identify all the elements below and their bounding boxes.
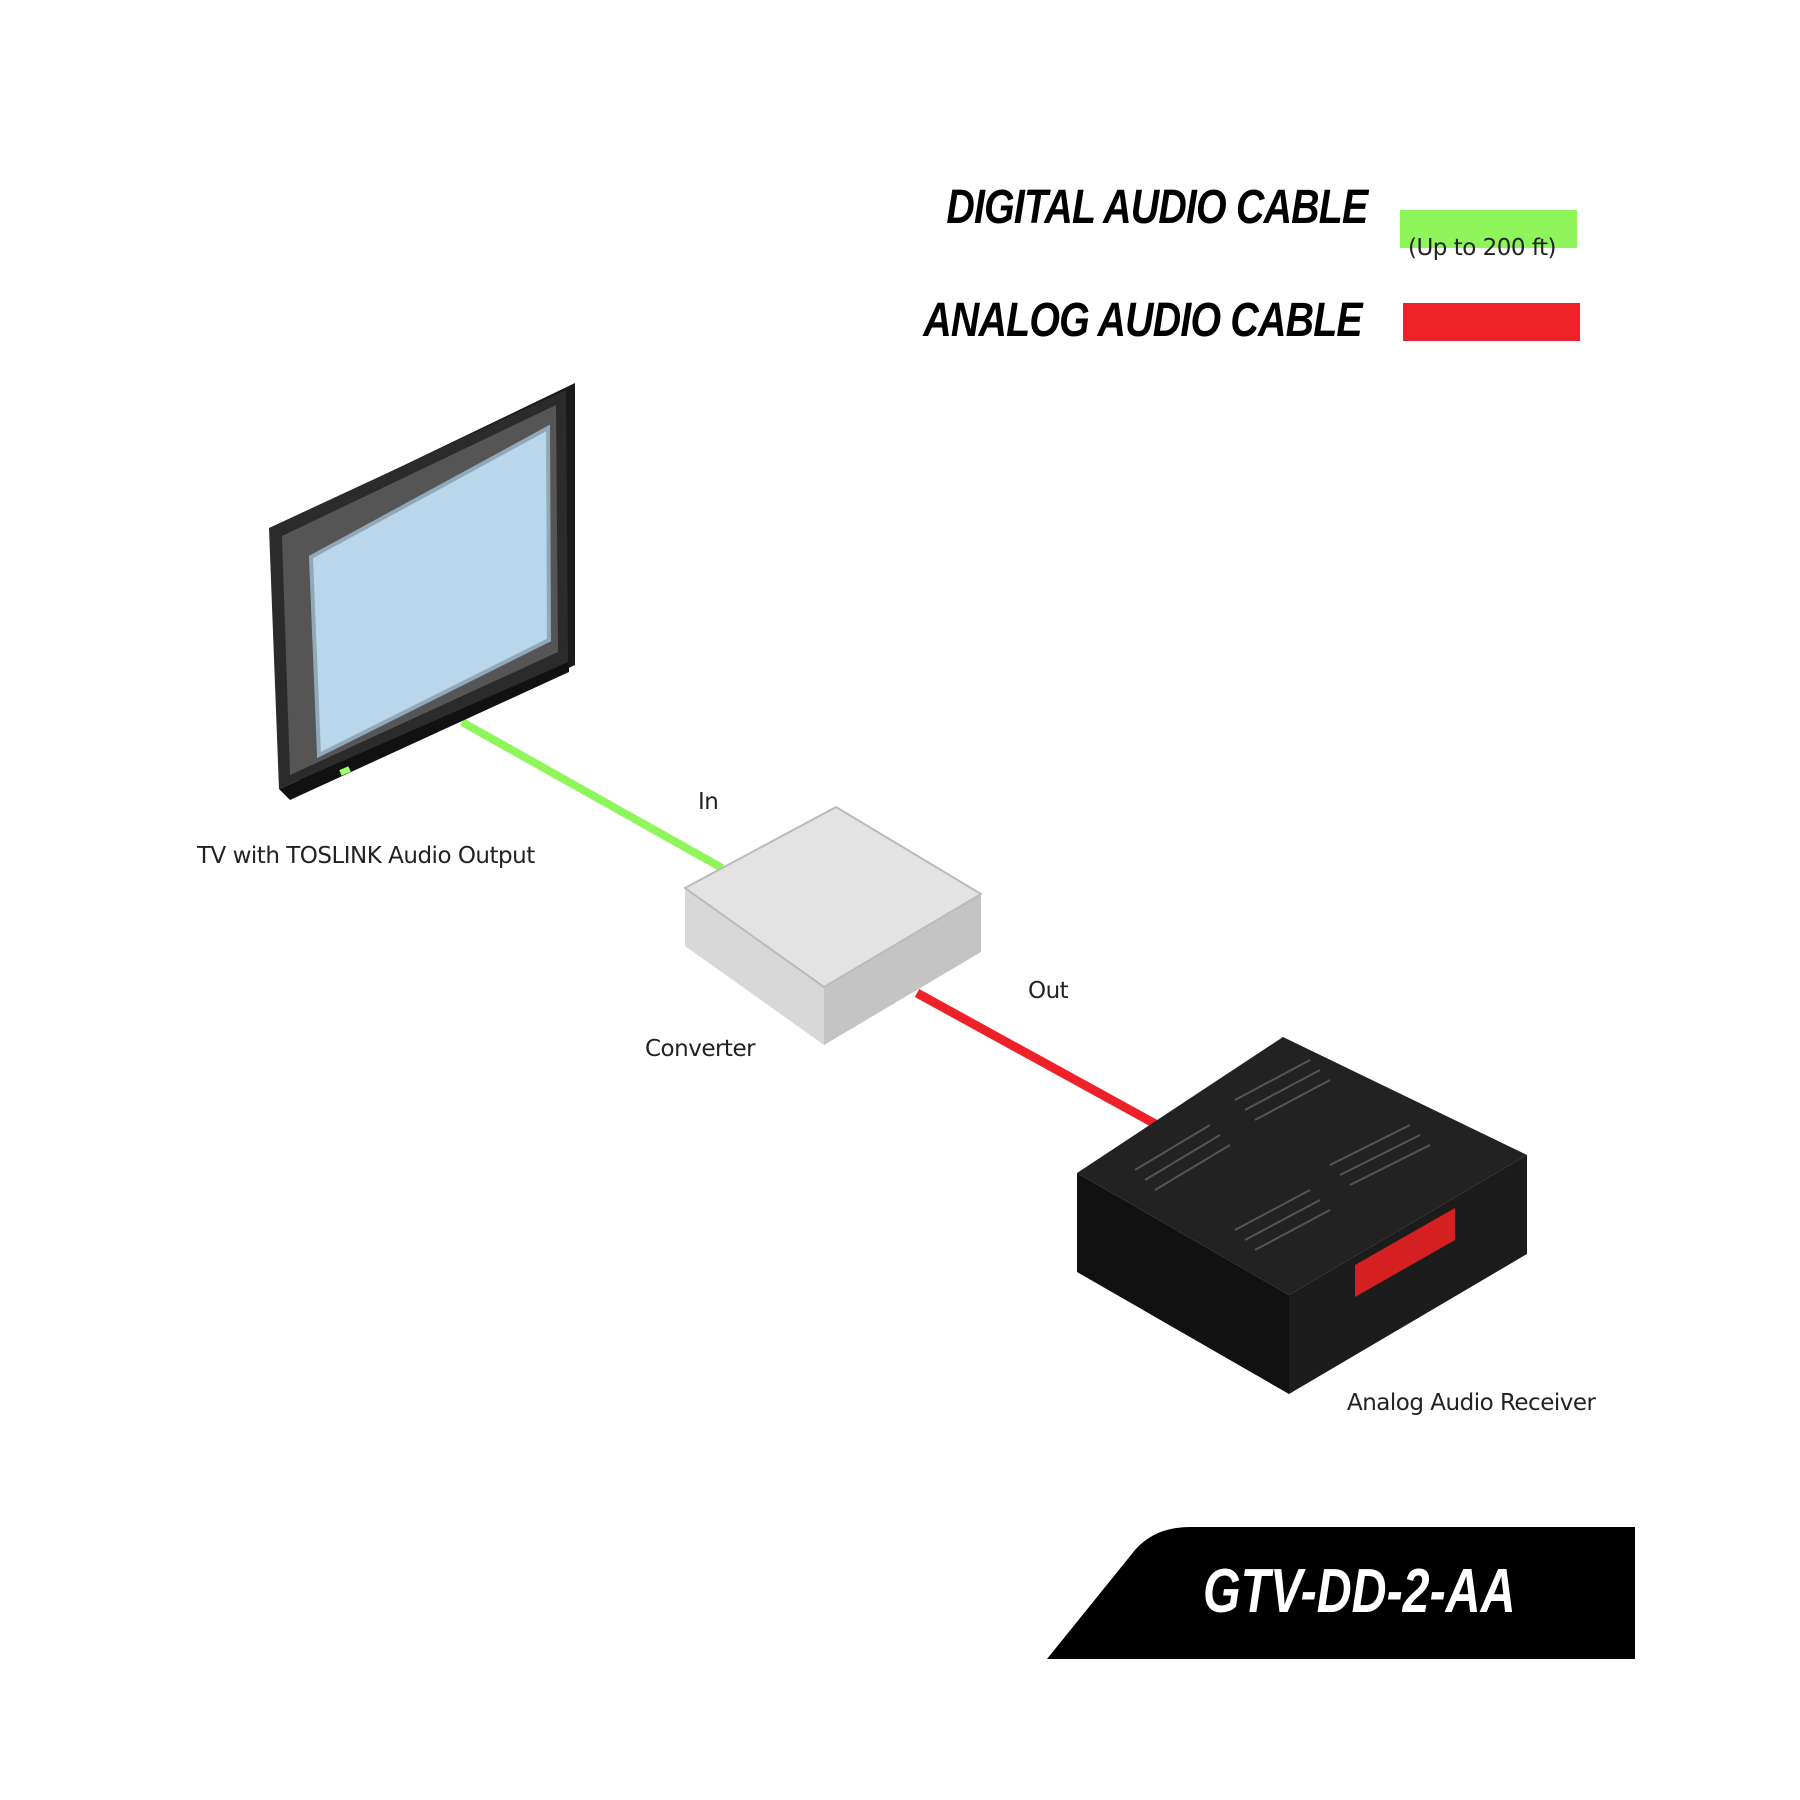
converter-icon	[684, 806, 982, 1045]
analog-cable-legend-label: ANALOG AUDIO CABLE	[923, 294, 1362, 347]
model-banner	[1047, 1527, 1635, 1659]
tv-icon	[269, 383, 575, 800]
receiver-label: Analog Audio Receiver	[1347, 1390, 1596, 1416]
model-number: GTV-DD-2-AA	[1203, 1557, 1516, 1626]
digital-cable-note: (Up to 200 ft)	[1408, 235, 1557, 261]
receiver-icon	[1077, 1037, 1527, 1394]
digital-cable-legend-label: DIGITAL AUDIO CABLE	[945, 181, 1368, 234]
analog-cable-swatch	[1403, 303, 1580, 341]
converter-label: Converter	[645, 1036, 756, 1062]
tv-label: TV with TOSLINK Audio Output	[197, 843, 535, 869]
converter-in-label: In	[698, 789, 719, 815]
converter-out-label: Out	[1028, 978, 1069, 1004]
digital-audio-cable	[460, 718, 724, 872]
digital-cable-swatch	[1400, 210, 1577, 248]
analog-audio-cable	[914, 989, 1162, 1130]
